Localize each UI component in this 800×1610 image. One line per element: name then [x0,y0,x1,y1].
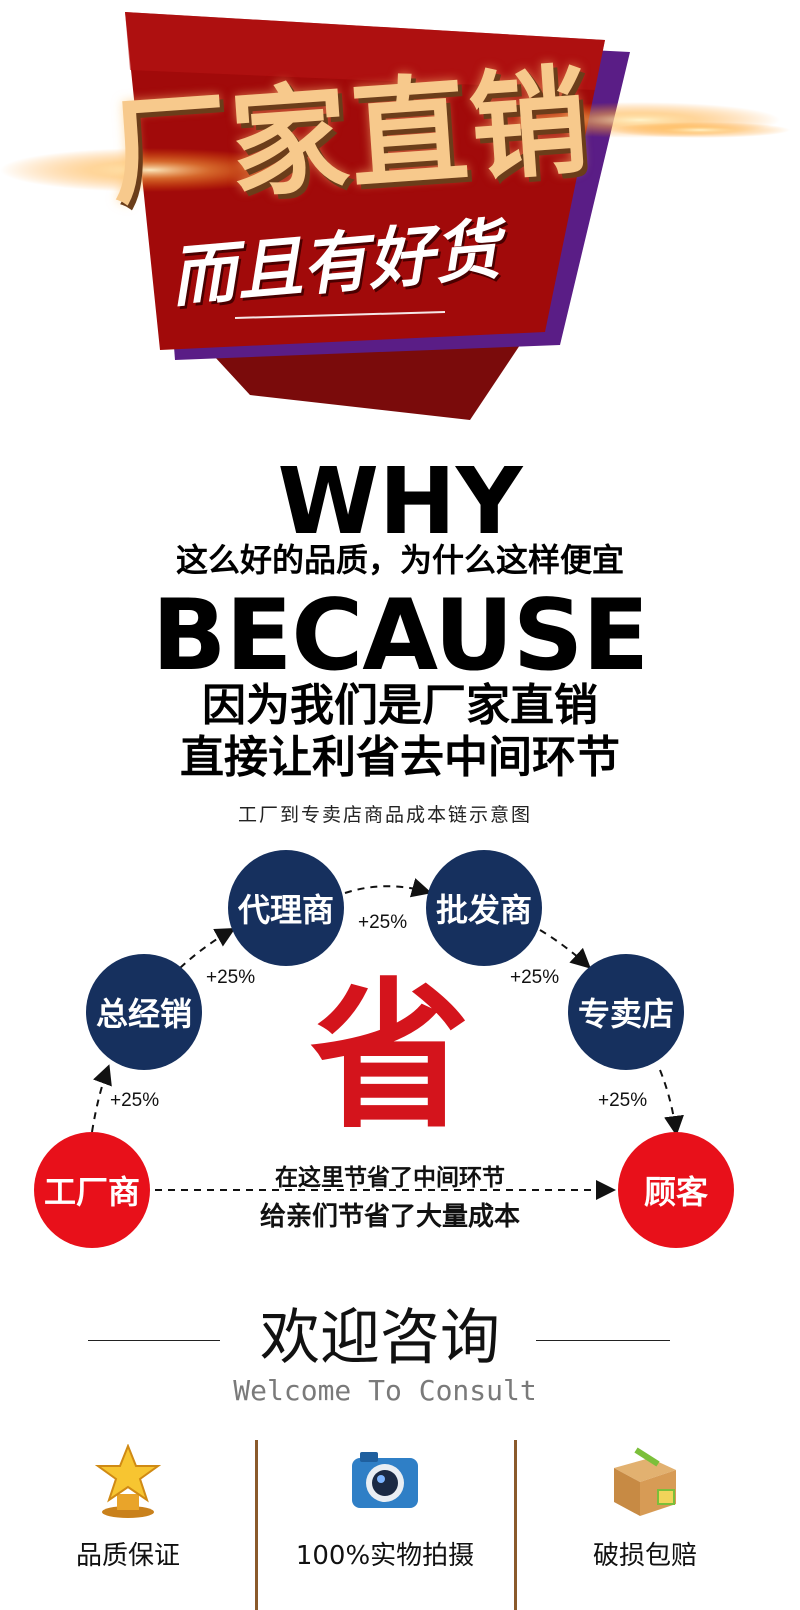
markup-label: +25% [598,1090,648,1111]
arrow-store-to-customer [659,1069,684,1136]
welcome-title: 欢迎咨询 [260,1303,500,1373]
feature-separator [255,1440,258,1610]
because-answer-2: 直接让利省去中间环节 [180,732,620,783]
arrow-agent-to-wholesaler [344,878,432,898]
divider-left [88,1340,220,1341]
feature-label: 100%实物拍摄 [295,1541,475,1571]
save-text-2: 给亲们节省了大量成本 [259,1202,520,1232]
node-customer: 顾客 [618,1132,734,1248]
markup-label: +25% [206,967,256,988]
package-box-icon [614,1447,676,1516]
feature-separator [514,1440,517,1610]
save-character: 省 [309,963,470,1150]
cost-chain-arrows [91,878,684,1200]
node-store: 专卖店 [568,954,684,1070]
why-question: 这么好的品质，为什么这样便宜 [175,541,624,579]
welcome-subtitle: Welcome To Consult [233,1374,537,1407]
because-answer-1: 因为我们是厂家直销 [202,680,598,731]
camera-icon [352,1452,418,1508]
gold-star-trophy-icon [95,1444,161,1518]
node-wholesaler: 批发商 [426,850,542,966]
because-heading: BECAUSE [151,579,650,693]
promo-banner: 厂家直销 而且有好货 [0,0,800,440]
node-agent: 代理商 [228,850,344,966]
arrow-factory-to-distributor [91,1064,112,1133]
markup-label: +25% [110,1090,160,1111]
save-text-1: 在这里节省了中间环节 [275,1165,505,1191]
markup-label: +25% [358,912,408,933]
feature-label: 品质保证 [75,1541,180,1571]
arrow-wholesaler-to-store [539,929,591,969]
diagram-title: 工厂到专卖店商品成本链示意图 [237,804,532,826]
divider-right [536,1340,670,1341]
feature-label: 破损包赔 [592,1541,697,1571]
node-distributor: 总经销 [86,954,202,1070]
arrow-distributor-to-agent [179,928,236,969]
why-heading: WHY [277,448,523,555]
node-factory: 工厂商 [34,1132,150,1248]
markup-label: +25% [510,967,560,988]
banner-graphic [0,12,790,420]
